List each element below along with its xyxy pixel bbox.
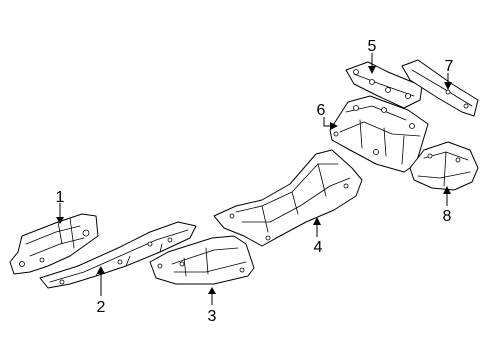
callout-leaders	[56, 53, 452, 305]
part-1-heat-shield	[9, 213, 99, 275]
part-5-bracket	[345, 61, 423, 109]
callout-5: 5	[368, 38, 377, 55]
part-7-rear-strip	[401, 59, 479, 117]
part-4-tunnel-shield	[213, 149, 363, 247]
callout-1: 1	[56, 189, 65, 206]
callout-2: 2	[97, 299, 106, 316]
callout-8: 8	[443, 208, 452, 225]
callout-6: 6	[317, 102, 326, 119]
callout-4: 4	[314, 239, 323, 256]
part-3-heat-shield	[149, 235, 255, 285]
callout-3: 3	[208, 308, 217, 325]
part-2-heat-shield	[39, 221, 197, 289]
part-6-rear-shield	[329, 95, 429, 173]
part-8-muffler-shield	[409, 141, 479, 191]
callout-7: 7	[445, 58, 454, 75]
